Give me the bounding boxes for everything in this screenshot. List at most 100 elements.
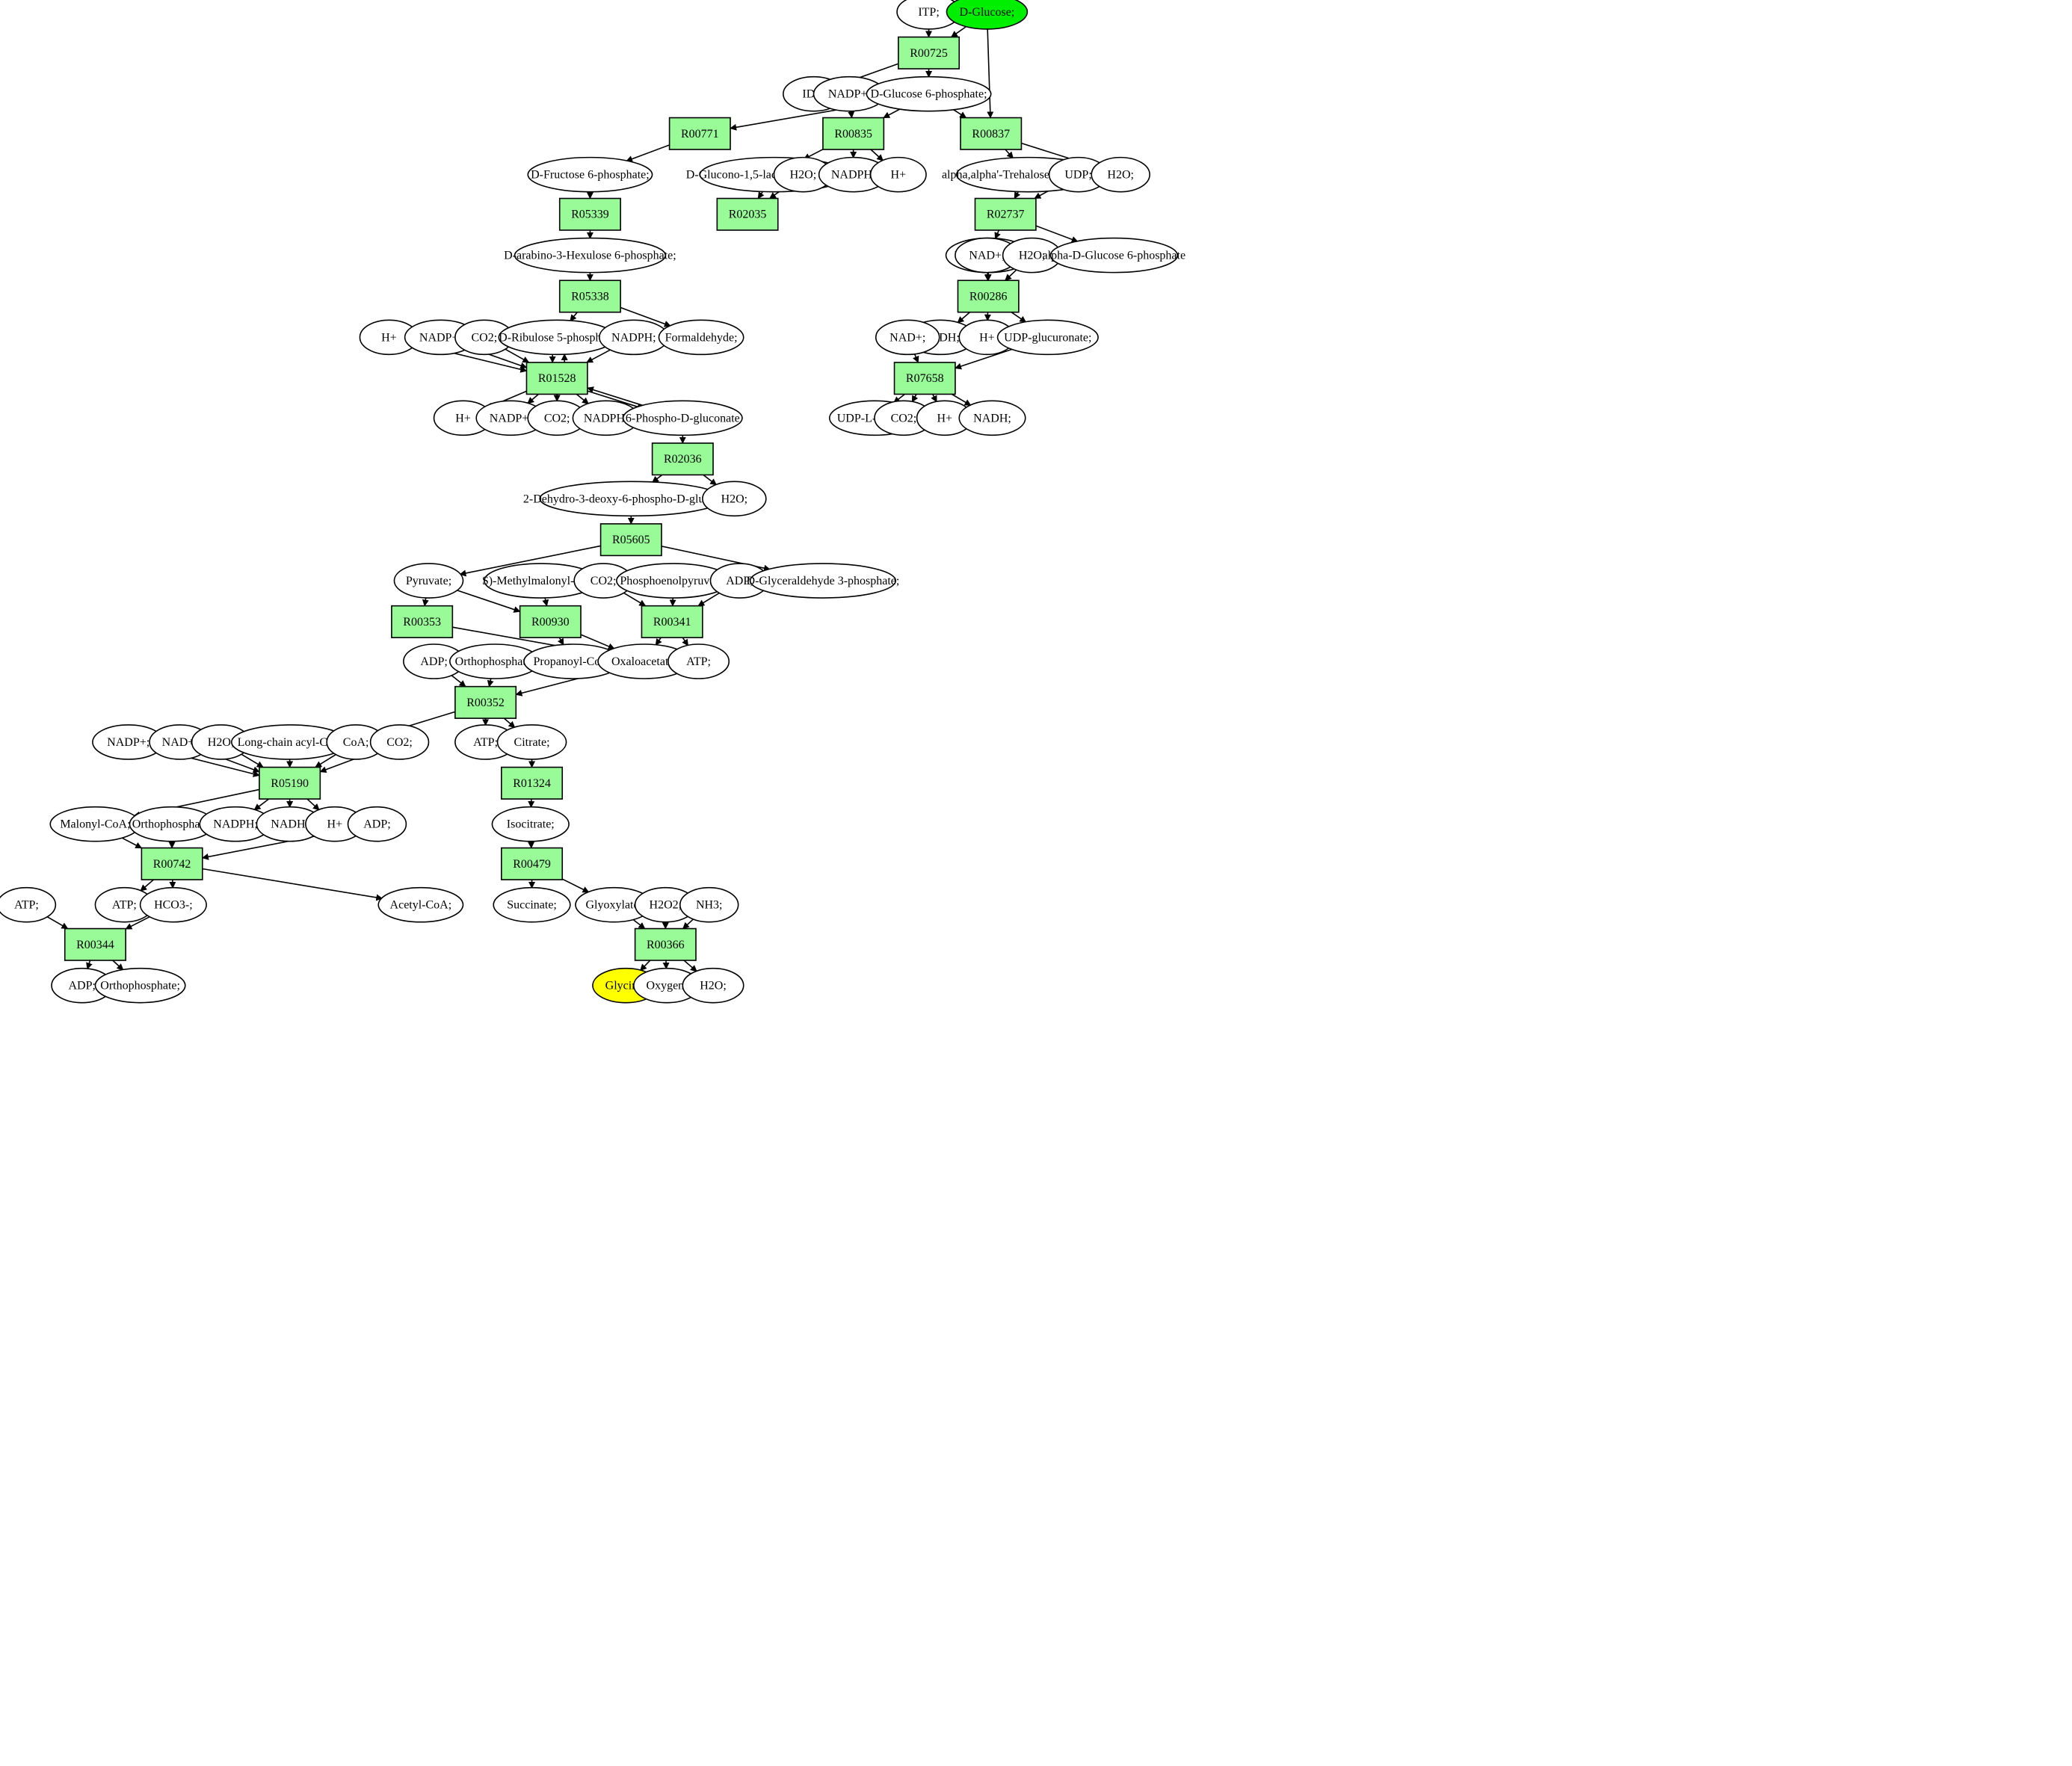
compound-c47[interactable]: Orthophosphate; (448, 643, 540, 679)
compound-c78[interactable]: H2O; (682, 967, 744, 1004)
reaction-R00771[interactable]: R00771 (668, 117, 731, 150)
edge-c71-r23 (632, 918, 646, 930)
compound-c10[interactable]: H+ (869, 156, 927, 193)
compound-c30[interactable]: NADP+; (475, 400, 546, 436)
compound-c48[interactable]: Propanoyl-CoA; (523, 643, 623, 679)
compound-c72[interactable]: H2O2; (634, 886, 697, 923)
compound-c44[interactable]: ADP; (709, 563, 770, 599)
compound-c45[interactable]: D-Glyceraldehyde 3-phosphate; (747, 563, 900, 599)
compound-label: Citrate; (514, 736, 550, 749)
reaction-R00725[interactable]: R00725 (898, 36, 961, 70)
compound-c31[interactable]: CO2; (527, 400, 587, 436)
compound-c66[interactable]: ATP; (0, 886, 57, 923)
compound-c33[interactable]: 6-Phospho-D-gluconate (622, 400, 743, 436)
compound-c6[interactable]: D-Fructose 6-phosphate; (527, 156, 653, 193)
compound-c77[interactable]: Oxygen; (633, 967, 701, 1004)
compound-c24[interactable]: Formaldehyde; (658, 319, 744, 356)
compound-c49[interactable]: Oxaloacetate; (597, 643, 691, 679)
compound-c43[interactable]: Phosphoenolpyruvate; (616, 563, 731, 599)
compound-c65[interactable]: Isocitrate; (491, 806, 570, 842)
reaction-label: R01324 (513, 777, 551, 790)
compound-c68[interactable]: HCO3-; (139, 886, 207, 923)
reaction-R00366[interactable]: R00366 (634, 927, 697, 961)
compound-label: NADP+; (107, 736, 149, 749)
compound-c16[interactable]: NAD+; (955, 237, 1020, 274)
reaction-R05338[interactable]: R05338 (558, 280, 621, 313)
compound-c32[interactable]: NADPH; (572, 400, 640, 436)
compound-c14[interactable]: D-arabino-3-Hexulose 6-phosphate; (504, 237, 676, 274)
compound-label: CO2; (591, 575, 617, 587)
reaction-R00837[interactable]: R00837 (960, 117, 1023, 150)
compound-c5[interactable]: D-Glucose 6-phosphate; (866, 75, 992, 112)
compound-c21[interactable]: CO2; (454, 319, 514, 356)
reaction-R02737[interactable]: R02737 (974, 197, 1037, 231)
reaction-R00742[interactable]: R00742 (141, 847, 203, 880)
reaction-box (599, 523, 662, 557)
compound-c8[interactable]: H2O; (773, 156, 833, 193)
compound-c17[interactable]: H2O; (1002, 237, 1062, 274)
compound-c35[interactable]: CO2; (874, 400, 934, 436)
compound-c13[interactable]: H2O; (1091, 156, 1150, 193)
compound-c12[interactable]: UDP; (1048, 156, 1109, 193)
compound-c27[interactable]: UDP-glucuronate; (996, 319, 1099, 356)
compound-c58[interactable]: Citrate; (496, 724, 567, 760)
compound-c61[interactable]: NADPH; (199, 806, 272, 842)
reaction-R05339[interactable]: R05339 (558, 197, 621, 231)
reaction-R00353[interactable]: R00353 (391, 605, 454, 638)
compound-c40[interactable]: Pyruvate; (393, 563, 464, 599)
reaction-R05190[interactable]: R05190 (259, 766, 321, 800)
reaction-R00835[interactable]: R00835 (822, 117, 885, 150)
reaction-R01528[interactable]: R01528 (525, 362, 588, 395)
compound-c4[interactable]: NADP+; (813, 75, 886, 112)
compound-c73[interactable]: NH3; (679, 886, 739, 923)
compound-c38[interactable]: 2-Dehydro-3-deoxy-6-phospho-D-gluconate; (523, 481, 739, 517)
edge-c11-r7 (1014, 191, 1021, 200)
reaction-R00352[interactable]: R00352 (454, 685, 517, 719)
compound-c70[interactable]: Succinate; (493, 886, 571, 923)
reaction-R00479[interactable]: R00479 (501, 847, 564, 880)
edge-r9-c25 (957, 312, 971, 324)
compound-c37[interactable]: NADH; (958, 400, 1026, 436)
reaction-R00341[interactable]: R00341 (641, 605, 703, 638)
reaction-R01324[interactable]: R01324 (501, 766, 564, 800)
compound-label: H2O; (208, 736, 235, 749)
compound-c64[interactable]: ADP; (347, 806, 407, 842)
compound-c51[interactable]: NADP+; (92, 724, 165, 760)
reaction-R00930[interactable]: R00930 (519, 605, 582, 638)
reaction-box (454, 685, 517, 719)
compound-c75[interactable]: Orthophosphate; (94, 967, 186, 1004)
compound-c63[interactable]: H+ (305, 806, 365, 842)
compound-c46[interactable]: ADP; (403, 643, 466, 679)
reaction-R02036[interactable]: R02036 (651, 442, 714, 476)
compound-c28[interactable]: NAD+; (875, 319, 940, 356)
compound-label: H2O; (1019, 250, 1046, 262)
compound-c29[interactable]: H+ (433, 400, 493, 436)
compound-c59[interactable]: Malonyl-CoA; (49, 806, 141, 842)
compound-c50[interactable]: ATP; (667, 643, 730, 679)
compound-label: Orthophosphate; (100, 980, 180, 992)
compound-c41[interactable]: S)-Methylmalonyl-CoA; (482, 563, 600, 599)
reaction-R00286[interactable]: R00286 (957, 280, 1020, 313)
compound-c55[interactable]: CoA; (326, 724, 386, 760)
compound-label: ATP; (473, 736, 498, 749)
reaction-R05605[interactable]: R05605 (599, 523, 662, 557)
reaction-label: R00341 (653, 616, 691, 629)
reaction-R00344[interactable]: R00344 (64, 927, 126, 961)
compound-c56[interactable]: CO2; (369, 724, 430, 760)
compound-c23[interactable]: NADPH; (599, 319, 669, 356)
compound-label: D-Ribulose 5-phosphate (499, 331, 615, 344)
compound-c22[interactable]: D-Ribulose 5-phosphate (498, 319, 616, 356)
compound-c67[interactable]: ATP; (94, 886, 155, 923)
reaction-label: R00835 (834, 128, 872, 141)
compound-c62[interactable]: NADH; (256, 806, 324, 842)
compound-c18[interactable]: alpha-D-Glucose 6-phosphate (1043, 237, 1186, 274)
compound-c39[interactable]: H2O; (702, 481, 767, 517)
edge-r4-c11 (1005, 149, 1014, 159)
reaction-R02035[interactable]: R02035 (716, 197, 779, 231)
compound-label: ADP; (420, 655, 447, 668)
compound-c57[interactable]: ATP; (454, 724, 517, 760)
compound-c69[interactable]: Acetyl-CoA; (377, 886, 464, 923)
reaction-R07658[interactable]: R07658 (893, 362, 956, 395)
compound-c2[interactable]: D-Glucose; (946, 0, 1029, 30)
compound-c36[interactable]: H+ (916, 400, 973, 436)
